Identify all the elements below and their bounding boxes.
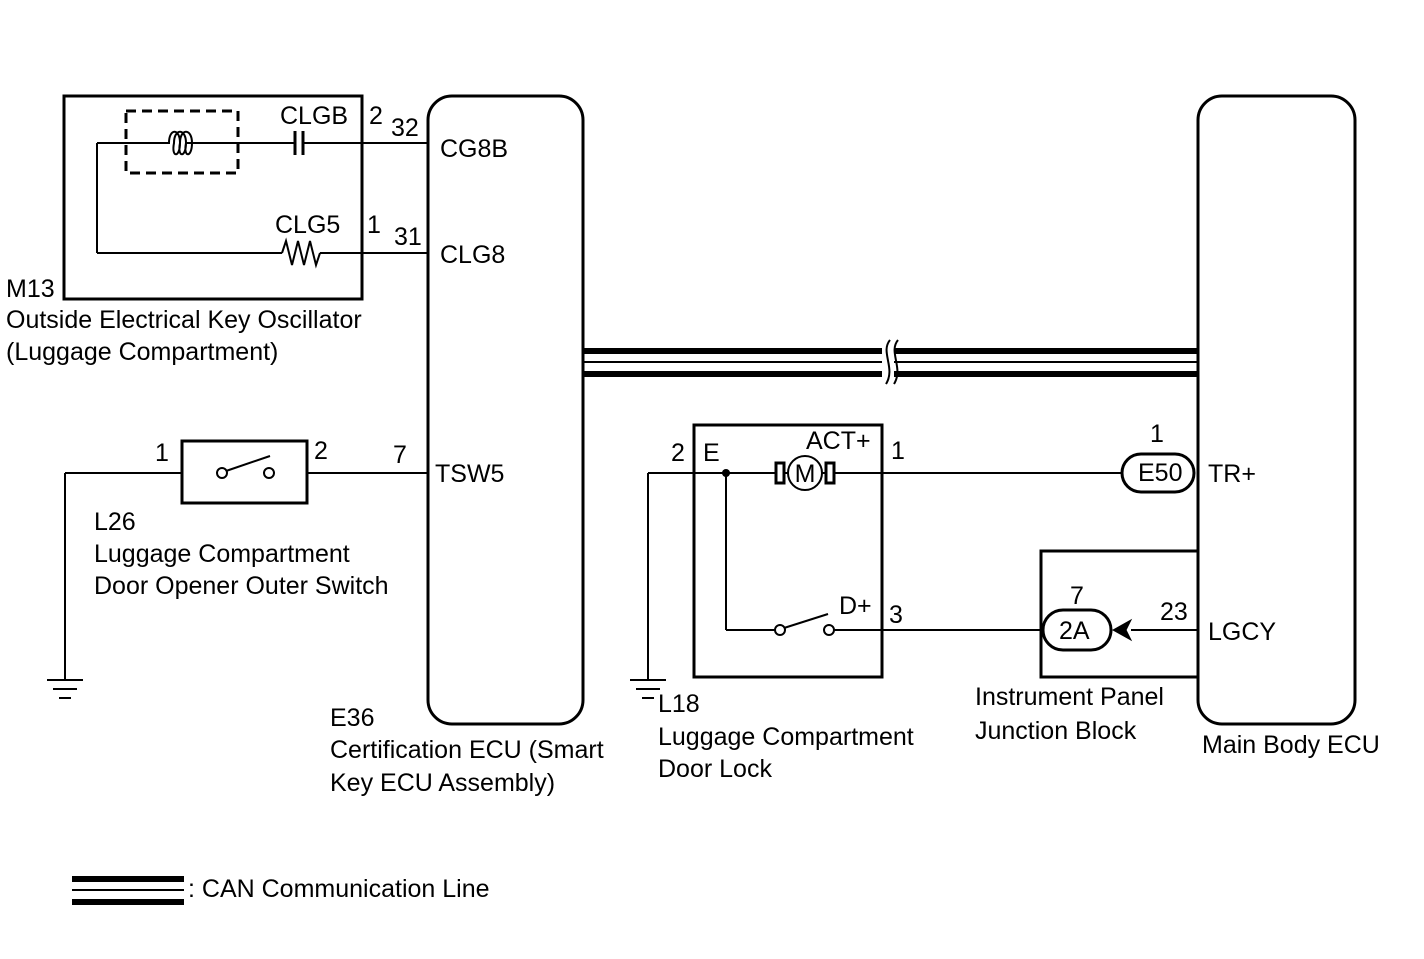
opener-switch: 1 2 L26 Luggage Compartment Door Opener … xyxy=(47,437,428,699)
motor-symbol: M xyxy=(795,460,816,488)
legend-text: : CAN Communication Line xyxy=(188,875,490,903)
pin-clg8: 31 xyxy=(394,223,422,251)
terminal-clg5: CLG5 xyxy=(275,211,340,239)
opener-switch-name-2: Door Opener Outer Switch xyxy=(94,572,389,600)
certification-ecu-name-2: Key ECU Assembly) xyxy=(330,769,555,797)
connector-e50: E50 1 xyxy=(1120,420,1196,494)
pin-junction-left: 7 xyxy=(1070,582,1084,610)
terminal-e: E xyxy=(703,439,720,467)
terminal-d: D+ xyxy=(839,592,872,620)
switch-icon xyxy=(783,613,829,629)
key-oscillator-name-1: Outside Electrical Key Oscillator xyxy=(6,306,362,334)
connector-e50-label: E50 xyxy=(1138,459,1182,487)
connector-arrow-icon xyxy=(1111,618,1133,642)
terminal-lgcy: LGCY xyxy=(1208,618,1276,646)
pin-clg5: 1 xyxy=(367,211,381,239)
connector-2a-label: 2A xyxy=(1059,617,1090,645)
door-lock-box xyxy=(692,423,884,679)
junction-block: 2A 7 23 Instrument Panel Junction Block xyxy=(975,549,1198,745)
motor-icon: M xyxy=(774,455,836,491)
junction-block-name-2: Junction Block xyxy=(975,717,1137,745)
key-oscillator-box xyxy=(62,94,364,301)
can-line xyxy=(583,339,1198,385)
junction-block-name-1: Instrument Panel xyxy=(975,683,1164,711)
key-oscillator-name-2: (Luggage Compartment) xyxy=(6,338,278,366)
pin-d: 3 xyxy=(889,601,903,629)
certification-ecu-code: E36 xyxy=(330,704,374,732)
terminal-tr: TR+ xyxy=(1208,460,1256,488)
door-lock: M 2 E ACT+ 1 D+ 3 L18 Luggage Compartmen… xyxy=(630,423,1122,783)
door-lock-name-2: Door Lock xyxy=(658,755,772,783)
resistor-icon xyxy=(281,237,321,269)
pin-clgb: 2 xyxy=(369,102,383,130)
main-body-ecu-name: Main Body ECU xyxy=(1202,731,1380,759)
pin-tr: 1 xyxy=(1150,420,1164,448)
pin-cg8b: 32 xyxy=(391,114,419,142)
opener-switch-name-1: Luggage Compartment xyxy=(94,540,350,568)
door-lock-name-1: Luggage Compartment xyxy=(658,723,914,751)
terminal-act: ACT+ xyxy=(806,427,871,455)
pin-tsw5: 7 xyxy=(393,441,407,469)
capacitor-icon xyxy=(293,131,305,155)
key-oscillator: CLGB 2 CLG5 1 M13 Outside Electrical Key… xyxy=(6,94,428,366)
ground-icon xyxy=(630,679,666,699)
legend: : CAN Communication Line xyxy=(72,875,490,905)
certification-ecu-name-1: Certification ECU (Smart xyxy=(330,736,604,764)
terminal-cg8b: CG8B xyxy=(440,135,508,163)
certification-ecu-box xyxy=(426,94,585,726)
terminal-clgb: CLGB xyxy=(280,102,348,130)
key-oscillator-code: M13 xyxy=(6,275,55,303)
antenna-coil-icon xyxy=(160,130,205,156)
certification-ecu: 32 CG8B 31 CLG8 7 TSW5 E36 Certification… xyxy=(330,94,604,797)
pin-e: 2 xyxy=(671,439,685,467)
pin-switch-right: 2 xyxy=(314,437,328,465)
ground-icon xyxy=(47,679,83,699)
line-break-icon xyxy=(885,339,891,385)
pin-junction-right: 23 xyxy=(1160,598,1188,626)
main-body-ecu-box xyxy=(1196,94,1357,726)
junction-block-box xyxy=(1039,549,1198,679)
antenna-dashed-box xyxy=(124,109,240,175)
terminal-tsw5: TSW5 xyxy=(435,460,504,488)
pin-act: 1 xyxy=(891,437,905,465)
main-body-ecu: TR+ LGCY Main Body ECU xyxy=(1196,94,1380,759)
terminal-clg8: CLG8 xyxy=(440,241,505,269)
switch-icon xyxy=(225,455,271,472)
pin-switch-left: 1 xyxy=(155,439,169,467)
door-lock-code: L18 xyxy=(658,690,700,718)
opener-switch-box xyxy=(180,439,309,505)
opener-switch-code: L26 xyxy=(94,508,136,536)
